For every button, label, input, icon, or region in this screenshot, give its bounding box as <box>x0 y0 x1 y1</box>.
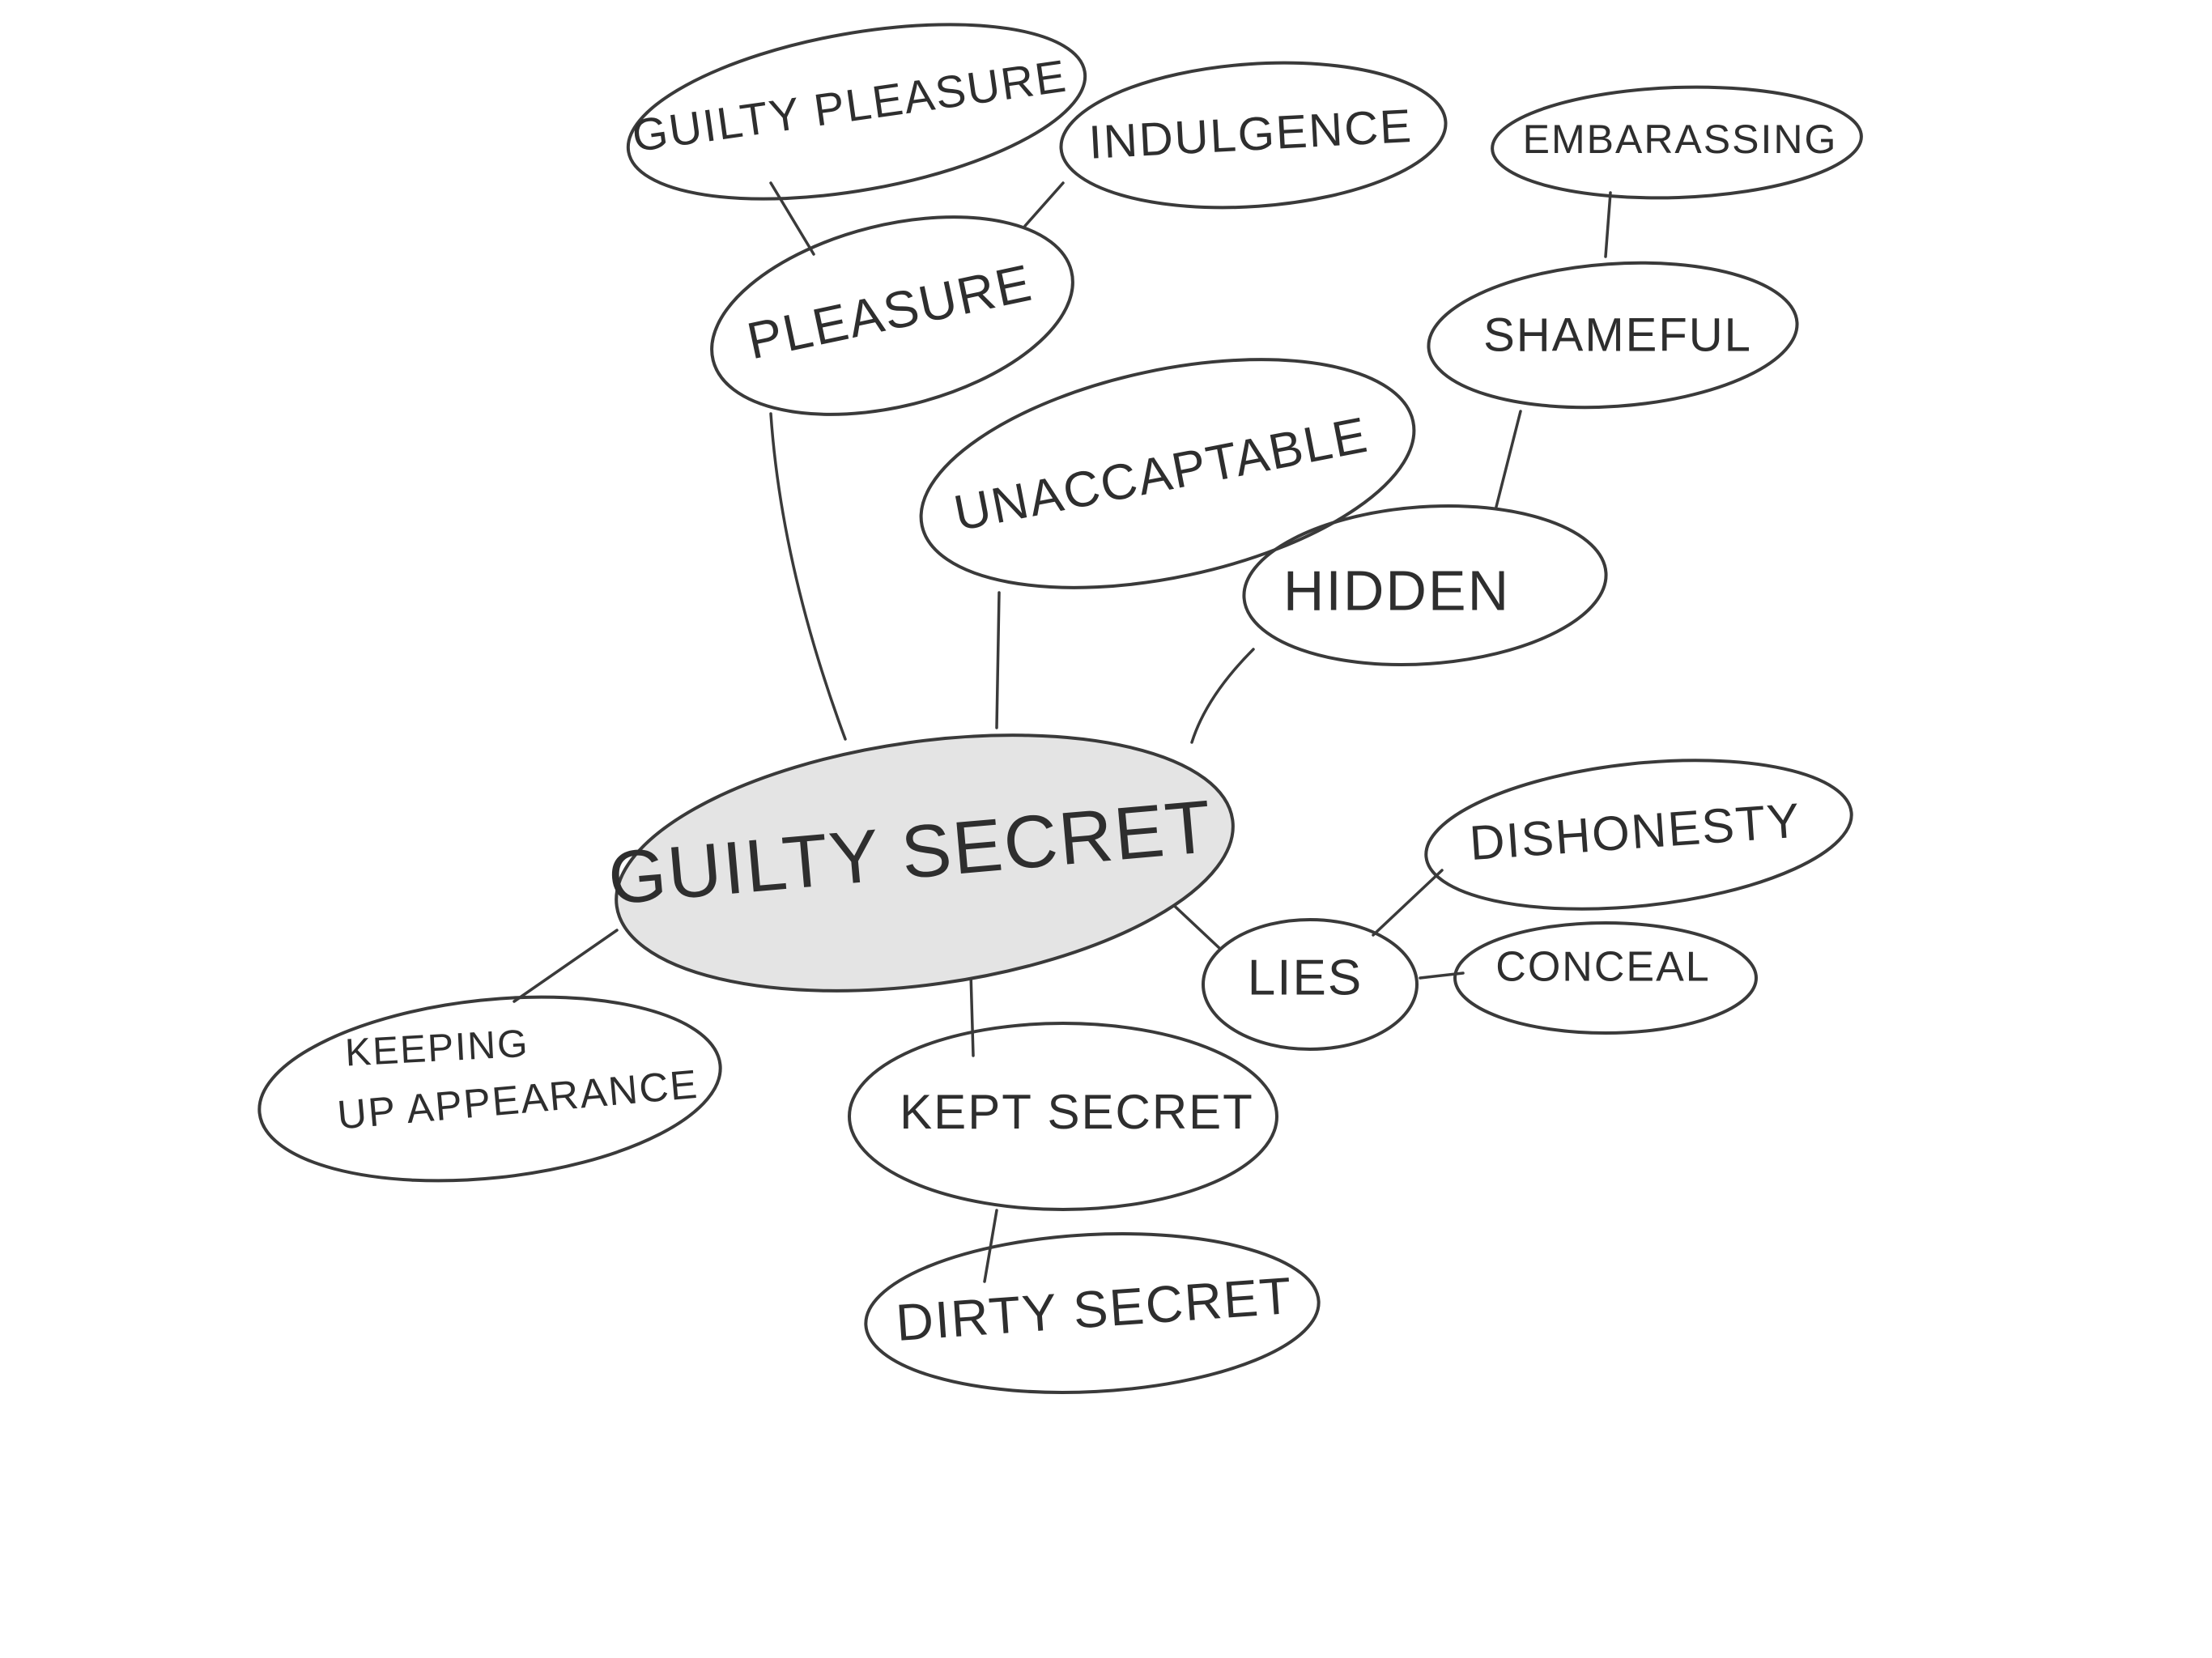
node-label: DIRTY SECRET <box>894 1266 1295 1352</box>
link-guilty-secret-lies <box>1166 898 1222 950</box>
link-hidden-guilty-secret <box>1190 648 1255 744</box>
link-lies-dishonesty <box>1372 869 1444 937</box>
node-label: KEEPING <box>344 1022 530 1075</box>
link-indulgence-pleasure <box>1023 181 1065 227</box>
node-shameful: SHAMEFUL <box>1427 261 1799 410</box>
node-label: UNACCAPTABLE <box>950 407 1373 542</box>
node-label: KEPT SECRET <box>900 1085 1254 1139</box>
node-conceal: CONCEAL <box>1453 921 1758 1035</box>
link-guilty-secret-keeping <box>513 929 619 1003</box>
node-label: PLEASURE <box>742 253 1038 371</box>
node-dirty-secret: DIRTY SECRET <box>864 1232 1321 1394</box>
node-kept-secret: KEPT SECRET <box>848 1022 1278 1211</box>
node-dishonesty: DISHONESTY <box>1424 759 1853 911</box>
node-label: UP APPEARANCE <box>335 1061 700 1138</box>
node-label: GUILTY PLEASURE <box>629 49 1070 161</box>
central-node-guilty-secret: GUILTY SECRET <box>605 733 1235 993</box>
node-label: INDULGENCE <box>1087 100 1414 169</box>
node-label: EMBARASSING <box>1523 117 1838 162</box>
node-indulgence: INDULGENCE <box>1059 61 1448 210</box>
node-guilty-pleasure: GUILTY PLEASURE <box>626 23 1087 201</box>
node-hidden: HIDDEN <box>1242 504 1608 667</box>
link-guilty-pleasure-pleasure <box>769 181 815 256</box>
link-unaccaptable-guilty-secret <box>995 591 1001 729</box>
node-label: SHAMEFUL <box>1483 308 1752 361</box>
link-shameful-hidden <box>1495 410 1522 508</box>
link-embarassing-shameful <box>1604 191 1612 258</box>
node-lies: LIES <box>1202 918 1419 1051</box>
node-label: LIES <box>1248 950 1363 1005</box>
node-label: HIDDEN <box>1283 559 1510 622</box>
node-label: CONCEAL <box>1495 944 1710 991</box>
link-pleasure-guilty-secret <box>769 412 847 741</box>
node-label: DISHONESTY <box>1468 793 1803 870</box>
node-embarassing: EMBARASSING <box>1491 85 1863 200</box>
link-guilty-secret-kept-secret <box>969 971 975 1057</box>
node-keeping-up-appearance: KEEPING UP APPEARANCE <box>257 995 722 1183</box>
